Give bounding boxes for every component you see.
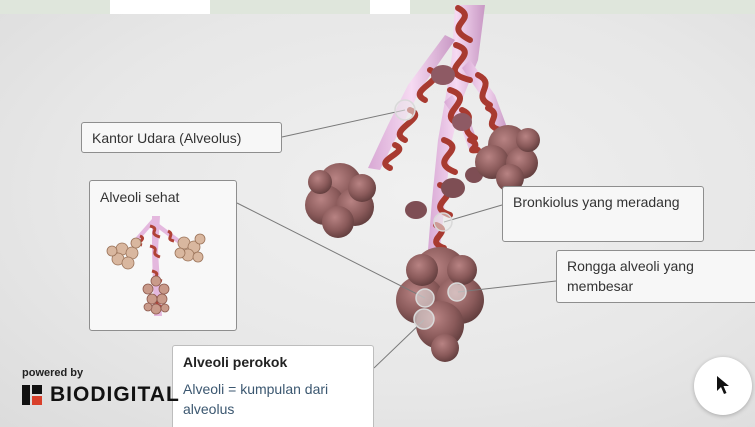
label-enlarged-cavity[interactable]: Rongga alveoli yang membesar <box>556 250 755 303</box>
info-card-title: Alveoli perokok <box>183 354 363 370</box>
alveolar-sac-left <box>305 163 376 238</box>
label-text: Kantor Udara (Alveolus) <box>92 130 241 146</box>
label-inflamed-bronchiole[interactable]: Bronkiolus yang meradang <box>502 186 704 242</box>
label-text: Bronkiolus yang meradang <box>513 194 680 210</box>
hotspot-marker[interactable] <box>414 309 434 329</box>
info-card[interactable]: Alveoli perokok Alveoli = kumpulan dari … <box>172 345 374 427</box>
cursor-mode-button[interactable] <box>694 357 752 415</box>
healthy-alveoli-thumbnail[interactable]: Alveoli sehat <box>89 180 237 331</box>
hotspot-marker[interactable] <box>395 100 415 120</box>
biodigital-logo-icon <box>22 385 42 405</box>
cursor-arrow-icon <box>716 375 730 395</box>
powered-by-text: powered by <box>22 367 83 379</box>
info-card-description: Alveoli = kumpulan dari alveolus <box>183 379 363 419</box>
healthy-alveoli-image <box>90 211 236 331</box>
hotspot-marker[interactable] <box>434 213 452 231</box>
hotspot-marker[interactable] <box>416 289 434 307</box>
biodigital-logo-text: BIODIGITAL <box>50 383 180 407</box>
alveolar-sac-bottom <box>396 247 484 362</box>
hotspot-marker[interactable] <box>448 283 466 301</box>
bronchiole-tree <box>368 5 508 250</box>
alveolar-sac-right <box>475 125 540 192</box>
thumbnail-title: Alveoli sehat <box>100 189 179 205</box>
label-text: Rongga alveoli yang membesar <box>567 258 694 294</box>
label-alveolus-sac[interactable]: Kantor Udara (Alveolus) <box>81 122 282 153</box>
